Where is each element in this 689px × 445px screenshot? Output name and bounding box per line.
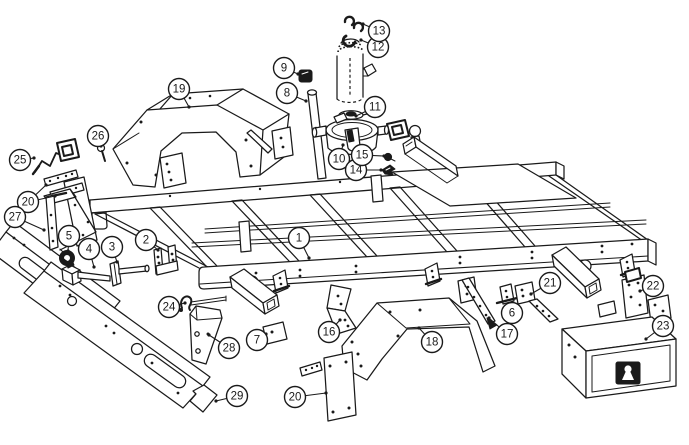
knob-15 — [383, 152, 396, 162]
svg-text:15: 15 — [356, 150, 369, 162]
svg-text:11: 11 — [369, 102, 381, 114]
svg-text:8: 8 — [284, 88, 290, 100]
fender-mount-arm — [246, 126, 294, 160]
svg-text:22: 22 — [647, 281, 660, 293]
strip-17 — [461, 277, 498, 330]
callout-24: 24 — [157, 295, 181, 319]
retainer-clips-13 — [343, 15, 365, 33]
mud-flap — [323, 351, 357, 422]
callout-20: 20 — [283, 385, 307, 409]
callout-20: 20 — [16, 190, 40, 214]
wedge-bracket-28 — [189, 305, 223, 365]
callout-17: 17 — [495, 322, 519, 346]
bracket-22 — [621, 267, 672, 324]
frame-stringers — [191, 174, 647, 253]
callout-25: 25 — [8, 148, 32, 172]
callout-12: 12 — [366, 35, 390, 59]
callout-16: 16 — [317, 320, 341, 344]
svg-text:16: 16 — [323, 327, 336, 339]
svg-text:21: 21 — [544, 278, 557, 290]
svg-text:13: 13 — [373, 26, 386, 38]
callout-27: 27 — [3, 205, 27, 229]
mud-flap-strap — [299, 361, 323, 377]
callout-9: 9 — [272, 56, 296, 80]
svg-text:14: 14 — [350, 165, 363, 177]
callout-26: 26 — [86, 124, 110, 148]
callout-22: 22 — [641, 274, 665, 298]
svg-text:28: 28 — [223, 343, 236, 355]
callout-6: 6 — [500, 301, 524, 325]
ball-mount-top — [402, 124, 459, 184]
side-channel-29 — [23, 261, 218, 413]
svg-text:10: 10 — [333, 154, 346, 166]
pin-plate-3 — [109, 260, 150, 287]
callout-21: 21 — [538, 271, 562, 295]
toolbox-23 — [561, 316, 677, 399]
svg-text:4: 4 — [86, 244, 93, 256]
callout-29: 29 — [225, 384, 249, 408]
svg-text:19: 19 — [173, 84, 186, 96]
stake-pocket-left — [56, 138, 80, 162]
stake-pocket-right — [386, 119, 410, 141]
svg-text:23: 23 — [657, 321, 670, 333]
clip-14 — [381, 164, 396, 176]
retainer-clip-12 — [341, 34, 357, 48]
callout-3: 3 — [100, 235, 124, 259]
svg-text:20: 20 — [289, 392, 302, 404]
callout-18: 18 — [420, 330, 444, 354]
svg-text:7: 7 — [254, 335, 260, 347]
clevis-bracket-2 — [153, 244, 179, 276]
jack-cap-9 — [298, 69, 313, 83]
callout-23: 23 — [651, 314, 675, 338]
svg-text:26: 26 — [92, 131, 105, 143]
bent-bracket-16 — [326, 284, 357, 335]
callout-10: 10 — [327, 147, 351, 171]
svg-text:5: 5 — [66, 231, 72, 243]
svg-text:17: 17 — [501, 329, 514, 341]
svg-text:29: 29 — [231, 391, 244, 403]
ball-mount-left — [229, 268, 280, 315]
coupler-10 — [311, 112, 390, 156]
pin-block-4 — [61, 259, 111, 286]
svg-text:6: 6 — [509, 308, 515, 320]
callout-11: 11 — [363, 95, 387, 119]
bracket-21 — [514, 281, 559, 323]
svg-text:3: 3 — [109, 242, 115, 254]
callout-28: 28 — [217, 336, 241, 360]
callout-15: 15 — [350, 143, 374, 167]
callout-2: 2 — [134, 228, 158, 252]
svg-text:12: 12 — [372, 42, 385, 54]
ball-mount-right — [551, 246, 617, 318]
svg-text:25: 25 — [14, 155, 27, 167]
svg-text:9: 9 — [281, 63, 287, 75]
svg-text:2: 2 — [143, 235, 149, 247]
callout-7: 7 — [245, 328, 269, 352]
deck-panel — [391, 163, 577, 207]
callout-1: 1 — [287, 226, 311, 250]
callout-19: 19 — [167, 77, 191, 101]
svg-text:20: 20 — [22, 197, 35, 209]
rear-fender-18 — [341, 297, 496, 381]
callout-8: 8 — [275, 81, 299, 105]
front-fender-19 — [112, 88, 290, 188]
fender-inner-bracket — [159, 152, 187, 189]
frame-near-rail — [198, 238, 657, 290]
svg-text:1: 1 — [296, 233, 302, 245]
hanger-bracket-6 — [495, 283, 519, 305]
callout-13: 13 — [367, 19, 391, 43]
svg-text:24: 24 — [163, 302, 176, 314]
callout-4: 4 — [77, 237, 101, 261]
svg-text:27: 27 — [9, 212, 22, 224]
svg-text:18: 18 — [426, 337, 439, 349]
callout-5: 5 — [57, 224, 81, 248]
